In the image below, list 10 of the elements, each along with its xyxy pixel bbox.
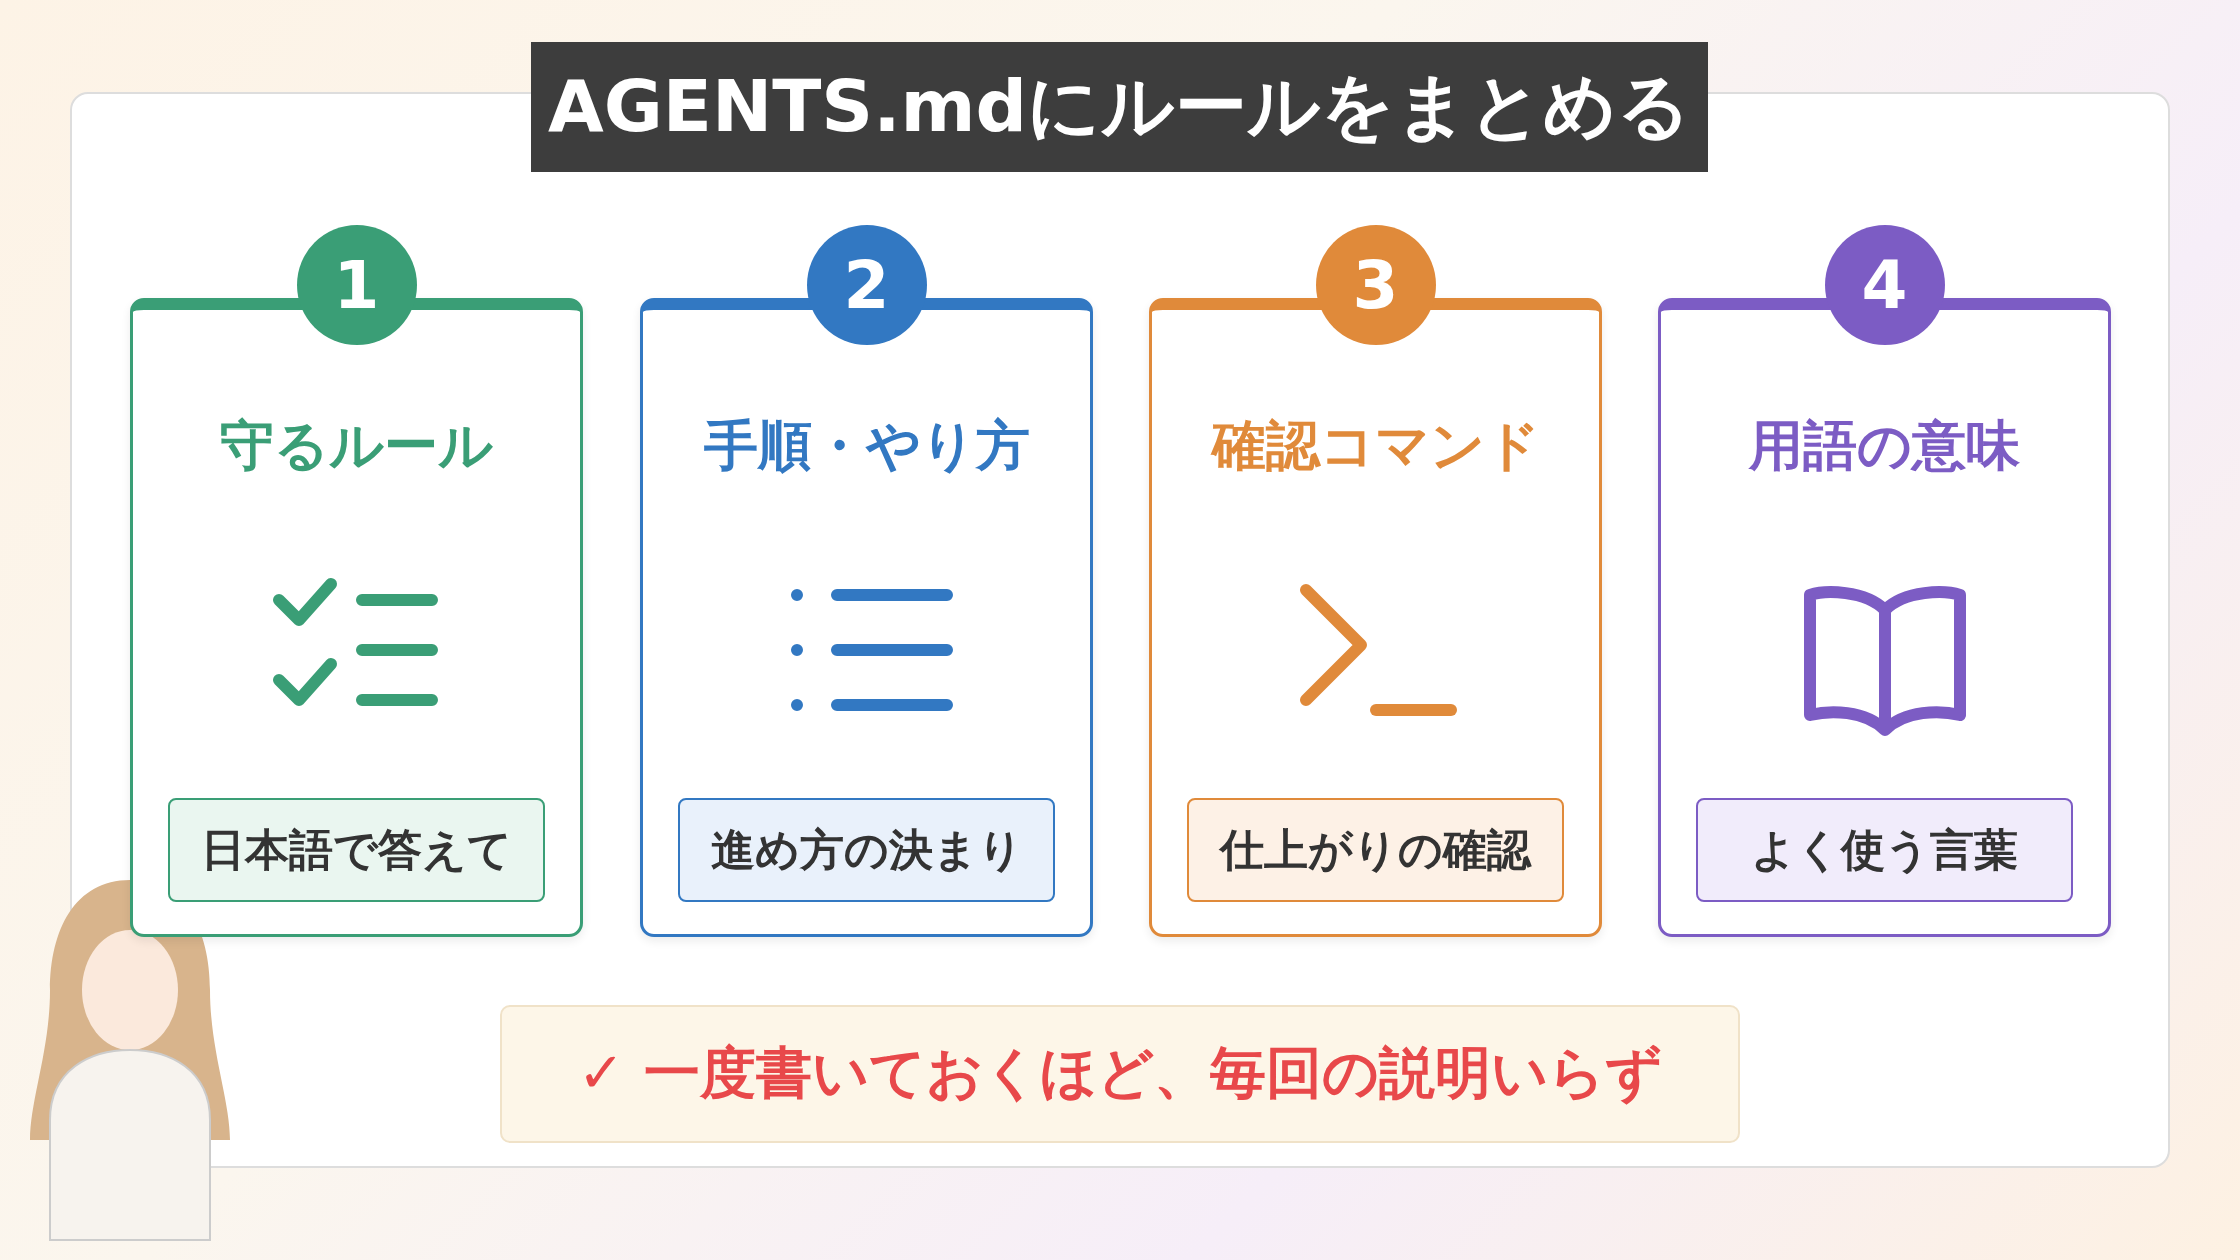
card-heading: 守るルール: [219, 413, 494, 479]
summary-note: ✓ 一度書いておくほど、毎回の説明いらず: [500, 1005, 1740, 1143]
card-heading: 手順・やり方: [702, 413, 1031, 479]
example-tag: 進め方の決まり: [678, 798, 1055, 902]
title-banner: AGENTS.mdにルールをまとめる: [531, 42, 1708, 172]
card-heading: 確認コマンド: [1209, 413, 1541, 479]
example-tag: 仕上がりの確認: [1187, 798, 1564, 902]
example-tag: よく使う言葉: [1696, 798, 2073, 902]
example-tag: 日本語で答えて: [168, 798, 545, 902]
card-heading: 用語の意味: [1747, 413, 2021, 479]
